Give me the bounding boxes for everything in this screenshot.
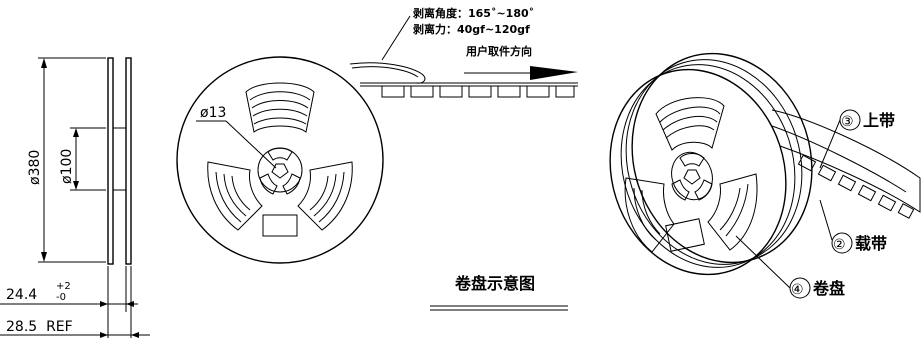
reel-side-view: ø380 ø100 24.4 +2 -0 28.5 REF [0,57,150,338]
pick-direction-arrow [530,66,578,80]
carrier-tape-strip [360,82,578,98]
dim-width-main-label: 24.4 [6,287,37,303]
dim-outer-arrow-top [41,58,47,68]
front-window-top [245,82,315,133]
persp-carrier-tape [771,109,921,219]
callout-num-carrier-tape: ② [833,237,846,253]
dim-width-main-arrow-l [100,301,108,307]
side-flange-left [107,57,114,265]
peel-leader [381,15,411,61]
persp-tape-wind-2 [620,64,796,268]
persp-window-right [707,173,758,251]
callout-circle-reel [789,277,811,299]
dim-outer-label: ø380 [27,150,43,185]
dim-hub-label: ø100 [59,149,75,184]
front-window-left [207,161,263,231]
pick-direction-label: 用户取件方向 [466,44,532,58]
front-reel-outline [176,56,384,264]
dim-width-tol-lower: -0 [56,292,66,303]
dim-ref-arrow-r [131,332,139,338]
dim-width-tol-upper: +2 [56,281,71,292]
cover-tape-peel [349,62,426,84]
dim-width-main-arrow-r [126,301,134,307]
peel-angle-label: 剥离角度：165˚~180˚ [413,6,534,20]
persp-window-top [655,97,725,151]
callout-label-cover-tape: 上带 [863,111,895,130]
callout-num-cover-tape: ③ [841,114,854,130]
front-label-area [262,214,298,237]
side-flange-right [125,57,132,265]
peel-force-label: 剥离力：40gf~120gf [413,22,530,36]
persp-label-area [665,218,705,252]
dim-ref-label: 28.5 REF [6,319,73,335]
front-hub [257,147,303,195]
callout-circle-cover-tape [839,109,861,131]
persp-back-flange [631,52,813,264]
dim-outer-arrow-bottom [41,252,47,262]
callout-leader-carrier-tape [819,199,833,241]
reel-perspective-view: ③ 上带 ② 载带 ④ 卷盘 [609,52,921,299]
front-window-right [297,161,353,231]
dim-hub-arrow-top [73,128,79,137]
callout-circle-carrier-tape [831,232,853,254]
dim-ref-arrow-l [100,332,108,338]
diagram-caption: 卷盘示意图 [454,274,535,293]
callout-leader-reel [735,235,791,289]
persp-window-left [624,177,675,253]
callout-label-reel: 卷盘 [812,279,845,298]
callout-label-carrier-tape: 载带 [855,234,887,253]
callout-leader-cover-tape [819,119,841,169]
dim-hub-arrow-bottom [73,181,79,190]
reel-front-view: ø13 剥离角度：165˚~180˚ 剥离力：40gf~120gf 用户取件方向… [176,6,578,311]
persp-hub [671,151,713,201]
front-leader-center [225,120,277,169]
callout-num-reel: ④ [791,282,804,298]
front-center-diameter-label: ø13 [200,105,226,121]
persp-front-flange [609,68,787,276]
